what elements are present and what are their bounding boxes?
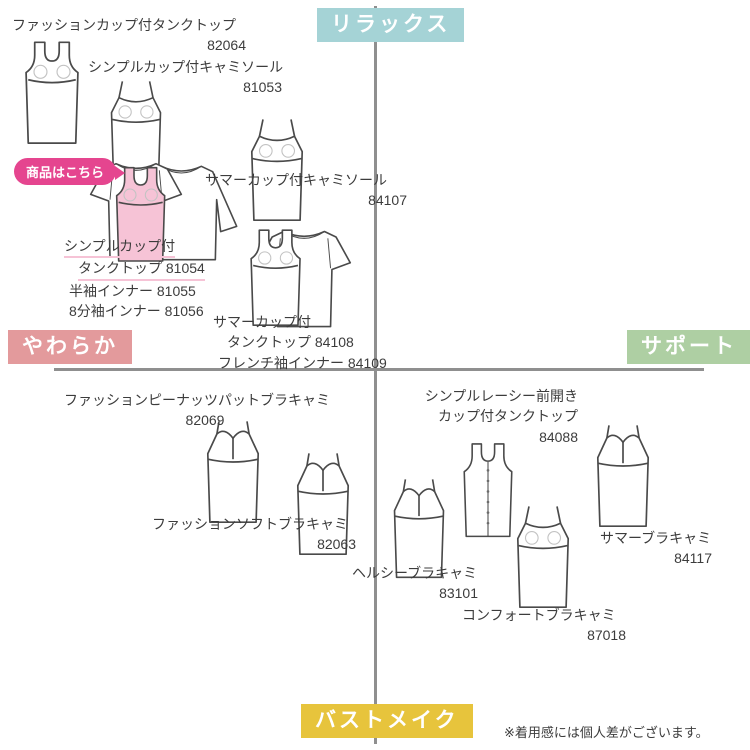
product-82064: ファッションカップ付タンクトップ 82064 — [12, 15, 254, 56]
product-82063: ファッションソフトブラキャミ 82063 — [152, 514, 364, 555]
product-name: カップ付タンクトップ — [438, 408, 578, 425]
product-variant: タンクトップ 81054 — [64, 258, 226, 281]
product-87018: コンフォートブラキャミ 87018 — [462, 605, 634, 646]
illustration-comfort-bracami — [516, 505, 570, 609]
axis-label-bustmake: バストメイク — [301, 704, 473, 739]
product-82069: ファッションピーナッツパットブラキャミ 82069 — [64, 390, 346, 431]
illustration-fashion-peanut-pad-bracami — [206, 420, 260, 524]
product-83101: ヘルシーブラキャミ 83101 — [352, 563, 486, 604]
product-name: ファッションピーナッツパットブラキャミ — [64, 392, 330, 408]
horizontal-axis-line — [54, 368, 704, 371]
product-84108: サマーカップ付 タンクトップ 84108 フレンチ袖インナー 84109 — [213, 312, 397, 373]
product-84107: サマーカップ付キャミソール 84107 — [205, 170, 415, 211]
illustration-summer-bracami — [596, 424, 650, 528]
product-variant: 半袖インナー 81055 — [69, 282, 196, 299]
product-variant: タンクトップ 84108 — [227, 334, 354, 351]
axis-label-soft: やわらか — [8, 330, 132, 365]
product-name: サマーカップ付キャミソール — [205, 172, 387, 188]
product-84088: シンプルレーシー前開き カップ付タンクトップ 84088 — [396, 386, 578, 447]
vertical-axis-line — [374, 6, 377, 744]
product-code: 84117 — [674, 550, 712, 567]
product-code: 82063 — [317, 536, 356, 553]
product-name: シンプルカップ付キャミソール — [88, 59, 284, 75]
axis-label-relax: リラックス — [317, 8, 465, 43]
this-product-callout-badge: 商品はこちら — [14, 158, 126, 185]
product-code: 84088 — [539, 428, 578, 445]
product-code: 83101 — [439, 585, 478, 602]
product-name: ファッションカップ付タンクトップ — [12, 17, 236, 33]
product-code: 87018 — [587, 627, 626, 644]
product-84117: サマーブラキャミ 84117 — [600, 528, 720, 569]
product-name: サマーブラキャミ — [600, 530, 712, 546]
product-name: ヘルシーブラキャミ — [352, 565, 478, 581]
product-name: ファッションソフトブラキャミ — [152, 516, 348, 532]
product-81053: シンプルカップ付キャミソール 81053 — [88, 57, 290, 98]
product-code: 81053 — [243, 79, 282, 96]
product-name: コンフォートブラキャミ — [462, 607, 616, 623]
product-name: シンプルカップ付 — [64, 236, 226, 259]
product-code: 82064 — [207, 37, 246, 54]
product-name: シンプルレーシー前開き — [424, 388, 578, 404]
product-name: サマーカップ付 — [213, 314, 311, 330]
product-variant: 8分袖インナー 81056 — [69, 302, 204, 319]
product-81054-highlighted: シンプルカップ付 タンクトップ 81054 半袖インナー 81055 8分袖イン… — [64, 236, 226, 321]
axis-label-support: サポート — [627, 330, 750, 365]
product-variant: フレンチ袖インナー 84109 — [218, 354, 387, 371]
product-code: 82069 — [185, 412, 225, 429]
disclaimer-note: ※着用感には個人差がございます。 — [504, 725, 709, 740]
product-code: 84107 — [368, 192, 407, 209]
